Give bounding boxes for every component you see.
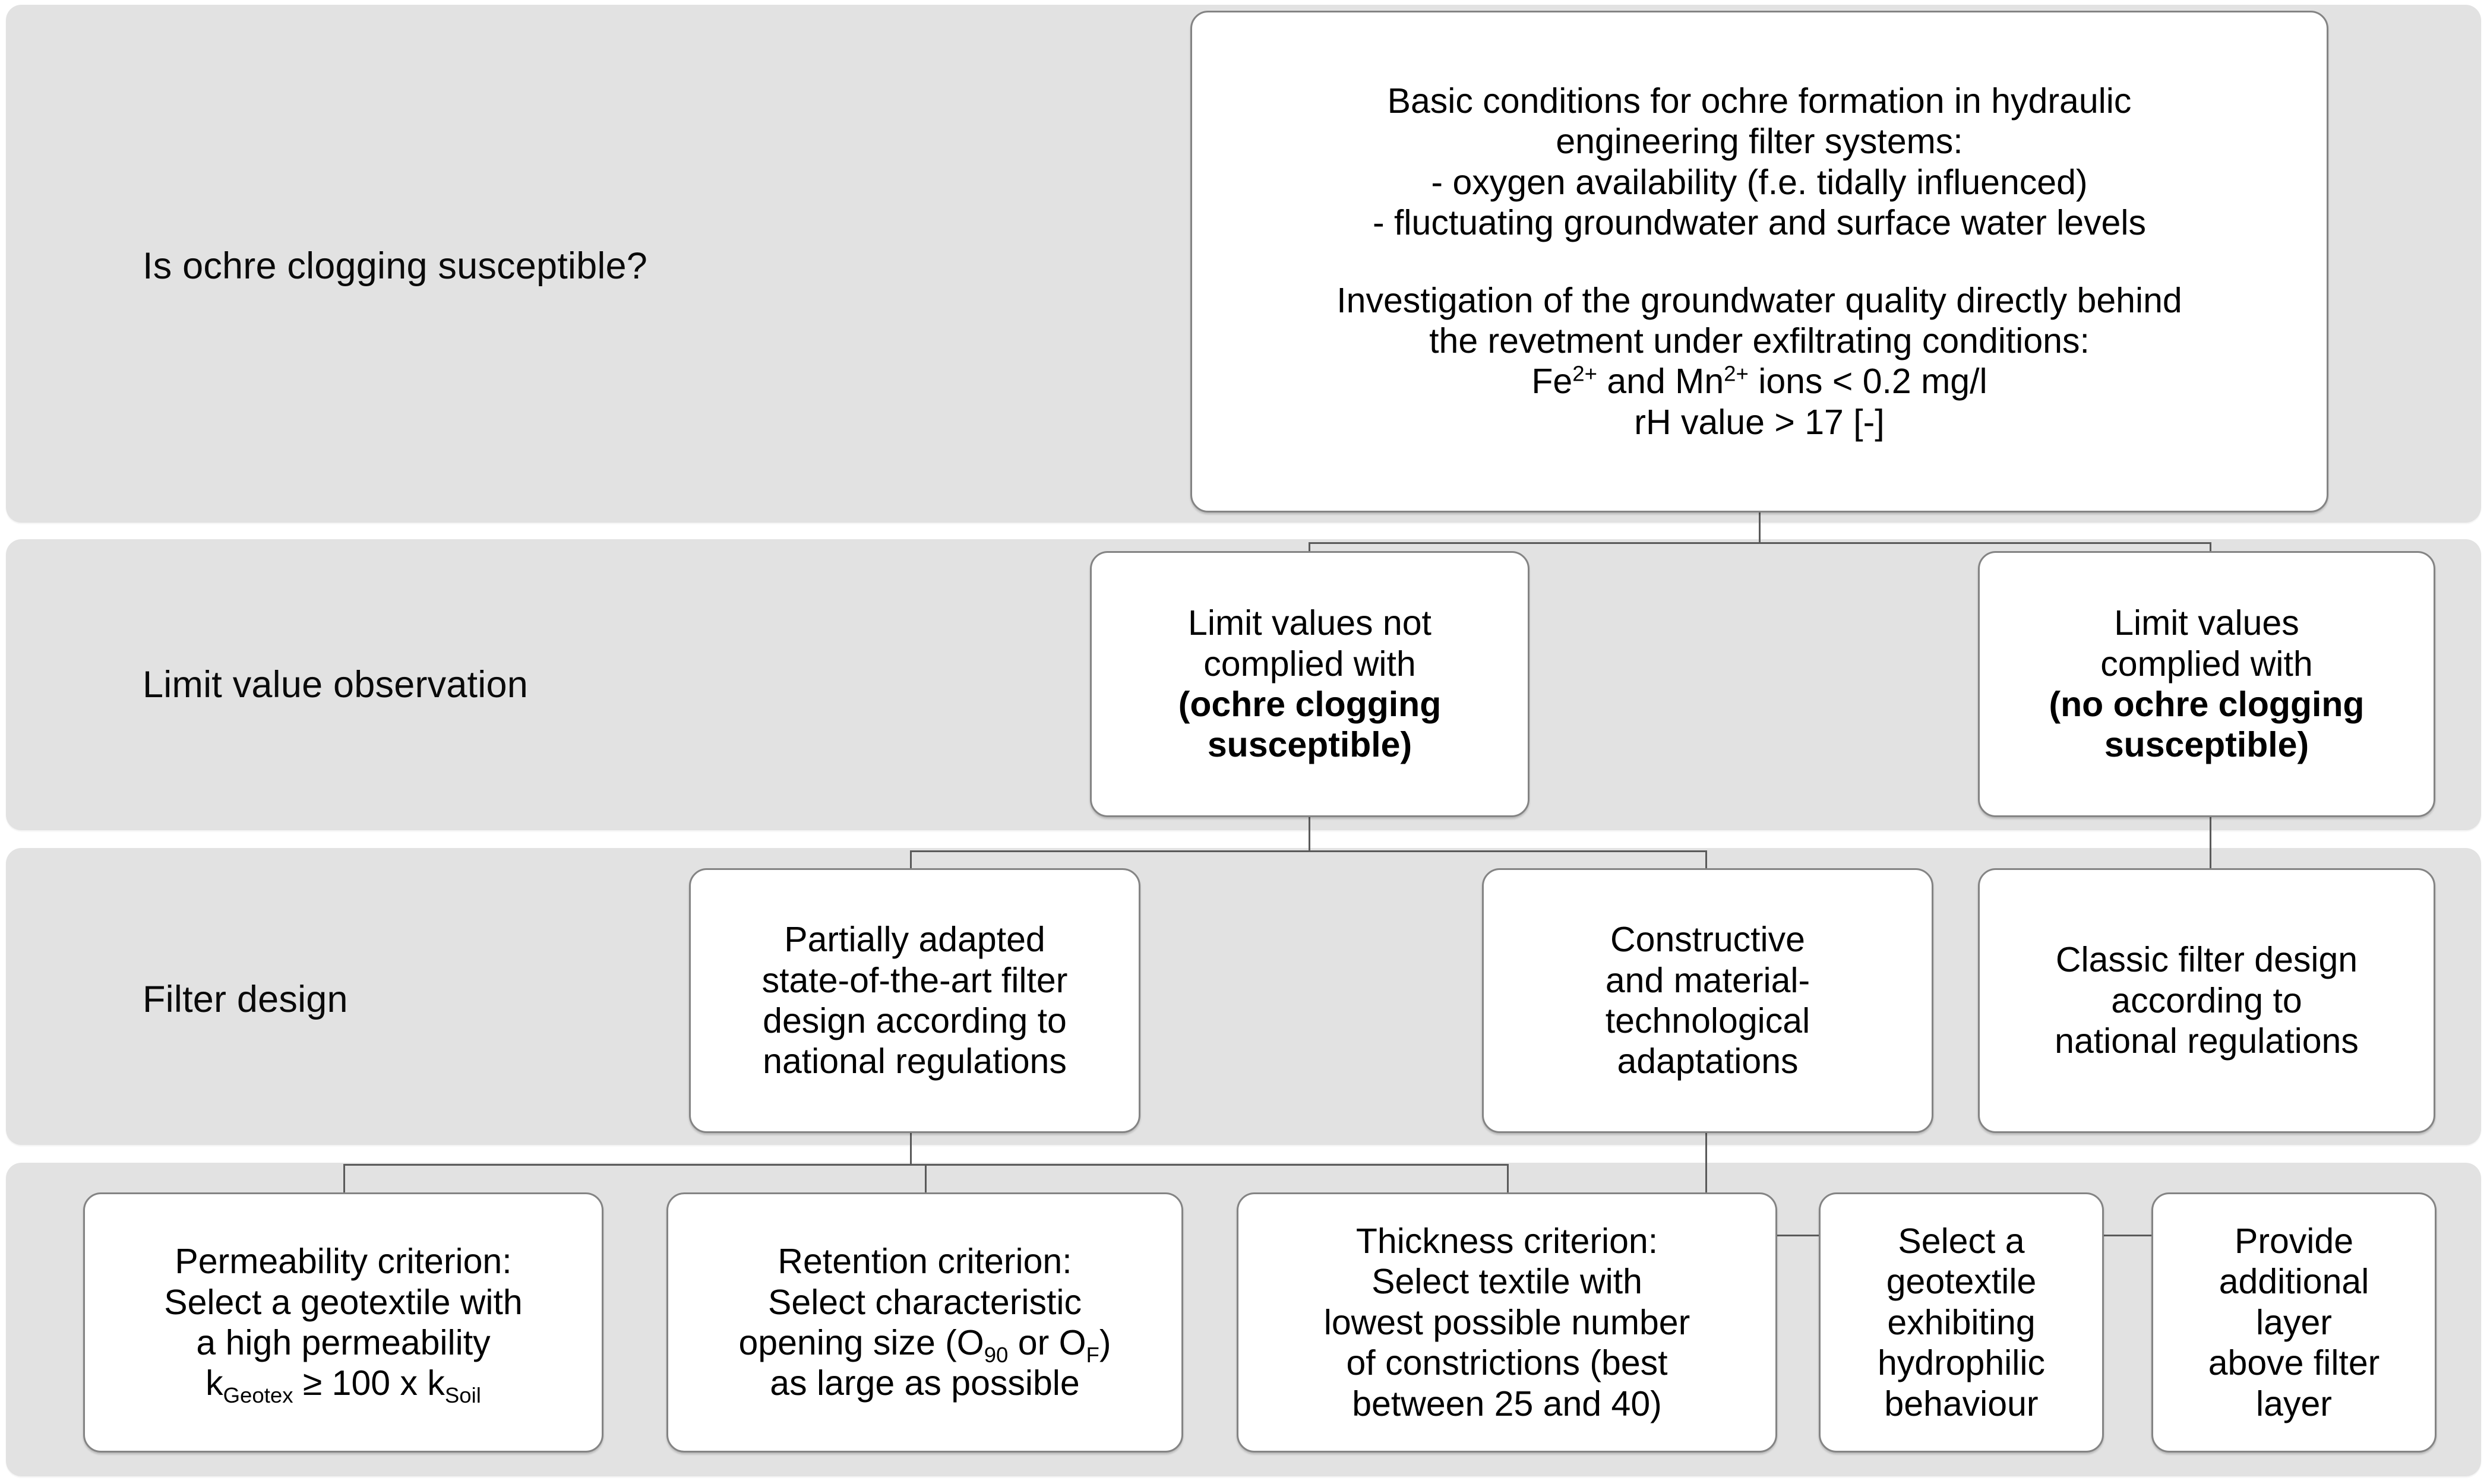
constructive-line-4: adaptations [1617, 1042, 1799, 1081]
additional-layer-line-4: above filter [2208, 1343, 2380, 1383]
hydrophilic-line-5: behaviour [1884, 1384, 2039, 1423]
conditions-spacer [1200, 243, 2318, 280]
classic-line-2: according to [2111, 980, 2302, 1020]
opening-size-or: or O [1008, 1323, 1086, 1362]
connector-to-retention [925, 1164, 927, 1201]
partially-adapted-line-3: design according to [763, 1001, 1067, 1040]
hydrophilic-line-2: geotextile [1886, 1262, 2037, 1302]
connector-partially-adapted-stem [910, 1132, 912, 1165]
connector-limit-complied-to-classic [2210, 817, 2211, 887]
partially-adapted-line-1: Partially adapted [784, 920, 1045, 960]
node-thickness-criterion[interactable]: Thickness criterion: Select textile with… [1237, 1192, 1777, 1453]
limit-not-complied-bold-2: susceptible) [1207, 725, 1412, 765]
node-classic-filter-design[interactable]: Classic filter design according to natio… [1978, 868, 2435, 1133]
node-permeability-criterion[interactable]: Permeability criterion: Select a geotext… [83, 1192, 603, 1453]
hydrophilic-line-1: Select a [1898, 1221, 2025, 1261]
connector-conditions-stem [1759, 511, 1761, 543]
conditions-line-1: Basic conditions for ochre formation in … [1387, 81, 2132, 121]
constructive-line-3: technological [1605, 1001, 1810, 1040]
limit-not-complied-line-1: Limit values not [1188, 603, 1431, 643]
additional-layer-line-1: Provide [2234, 1221, 2354, 1261]
node-additional-filter-layer[interactable]: Provide additional layer above filter la… [2151, 1192, 2437, 1453]
partially-adapted-line-2: state-of-the-art filter [761, 960, 1068, 1000]
limit-complied-line-2: complied with [2100, 644, 2313, 684]
row-label-question: Is ochre clogging susceptible? [143, 245, 648, 287]
permeability-relation: ≥ 100 x k [293, 1363, 445, 1403]
connector-constructive-stem [1705, 1132, 1707, 1165]
limit-not-complied-bold-1: (ochre clogging [1178, 685, 1442, 724]
thickness-line-5: between 25 and 40) [1352, 1384, 1662, 1423]
conditions-ion-formula: Fe2+ and Mn2+ ions < 0.2 mg/l [1200, 361, 2318, 401]
permeability-line-3: a high permeability [196, 1323, 491, 1362]
classic-line-1: Classic filter design [2055, 940, 2358, 980]
node-retention-criterion[interactable]: Retention criterion: Select characterist… [666, 1192, 1183, 1453]
connector-to-permeability [343, 1164, 345, 1201]
ion-threshold: ions < 0.2 mg/l [1748, 362, 1987, 401]
additional-layer-line-3: layer [2256, 1302, 2332, 1342]
node-limit-values-complied[interactable]: Limit values complied with (no ochre clo… [1978, 551, 2435, 817]
constructive-line-2: and material- [1605, 960, 1810, 1000]
permeability-line-1: Permeability criterion: [175, 1242, 512, 1282]
additional-layer-line-5: layer [2256, 1384, 2332, 1423]
of-subscript: F [1086, 1342, 1099, 1367]
row-label-filter-design: Filter design [143, 979, 348, 1020]
hydrophilic-line-3: exhibiting [1887, 1302, 2036, 1342]
additional-layer-line-2: additional [2219, 1262, 2369, 1302]
k-soil-subscript: Soil [444, 1383, 481, 1408]
retention-opening-size-formula: opening size (O90 or OF) [677, 1322, 1173, 1366]
node-hydrophilic-geotextile[interactable]: Select a geotextile exhibiting hydrophil… [1819, 1192, 2104, 1453]
row-label-limit-value: Limit value observation [143, 664, 528, 705]
limit-complied-bold-1: (no ochre clogging [2049, 685, 2365, 724]
opening-size-suffix: ) [1099, 1323, 1111, 1362]
limit-complied-bold-2: susceptible) [2104, 725, 2309, 765]
o90-subscript: 90 [984, 1342, 1009, 1367]
classic-line-3: national regulations [2055, 1021, 2359, 1061]
retention-line-4: as large as possible [770, 1363, 1080, 1403]
connector-filterdesign-bus [910, 850, 1707, 852]
mn-label: and Mn [1597, 362, 1724, 401]
opening-size-prefix: opening size (O [738, 1323, 984, 1362]
mn-charge: 2+ [1724, 361, 1749, 386]
k-geotex-symbol: k [206, 1363, 223, 1403]
limit-not-complied-line-2: complied with [1203, 644, 1416, 684]
node-partially-adapted-filter-design[interactable]: Partially adapted state-of-the-art filte… [689, 868, 1140, 1133]
conditions-line-5: Investigation of the groundwater quality… [1336, 280, 2182, 320]
thickness-line-3: lowest possible number [1323, 1302, 1690, 1342]
conditions-line-6: the revetment under exfiltrating conditi… [1429, 321, 2090, 360]
conditions-line-2: engineering filter systems: [1556, 122, 1963, 162]
hydrophilic-line-4: hydrophilic [1877, 1343, 2046, 1383]
connector-conditions-bus [1309, 542, 2211, 544]
k-geotex-subscript: Geotex [223, 1383, 293, 1408]
constructive-line-1: Constructive [1610, 920, 1805, 960]
retention-line-2: Select characteristic [768, 1282, 1082, 1322]
fe-label: Fe [1531, 362, 1573, 401]
thickness-line-1: Thickness criterion: [1355, 1221, 1658, 1261]
node-basic-conditions[interactable]: Basic conditions for ochre formation in … [1190, 11, 2328, 512]
fe-charge: 2+ [1572, 361, 1597, 386]
connector-limit-not-complied-stem [1309, 817, 1310, 852]
limit-complied-line-1: Limit values [2114, 603, 2299, 643]
conditions-line-4: - fluctuating groundwater and surface wa… [1373, 203, 2146, 243]
conditions-rh-value: rH value > 17 [-] [1634, 402, 1885, 442]
conditions-line-3: - oxygen availability (f.e. tidally infl… [1431, 162, 2088, 202]
node-constructive-material-adaptations[interactable]: Constructive and material- technological… [1482, 868, 1933, 1133]
partially-adapted-line-4: national regulations [763, 1042, 1067, 1081]
connector-to-thickness [1507, 1164, 1509, 1201]
thickness-line-4: of constrictions (best [1346, 1343, 1668, 1383]
retention-line-1: Retention criterion: [778, 1242, 1072, 1282]
permeability-line-2: Select a geotextile with [164, 1282, 523, 1322]
thickness-line-2: Select textile with [1372, 1262, 1642, 1302]
node-limit-values-not-complied[interactable]: Limit values not complied with (ochre cl… [1090, 551, 1530, 817]
permeability-formula: kGeotex ≥ 100 x kSoil [93, 1363, 593, 1406]
